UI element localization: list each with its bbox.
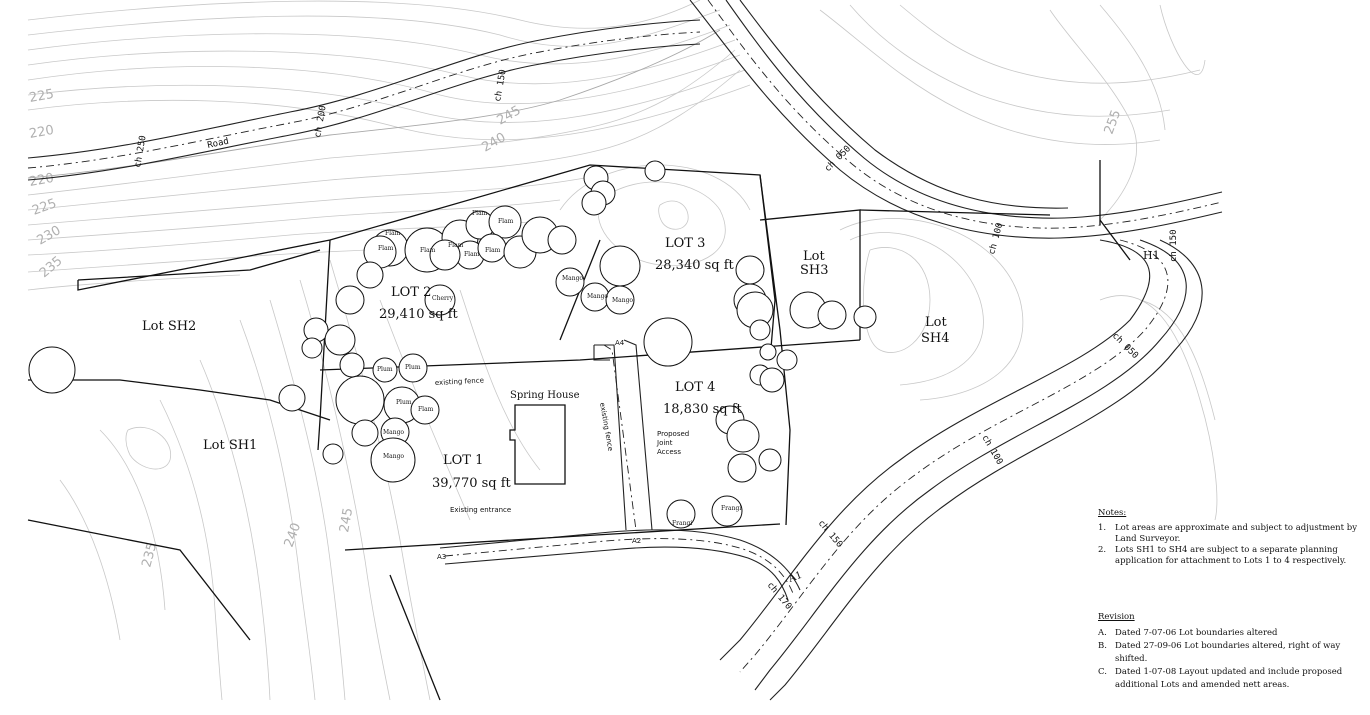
lot-2-area: 29,410 sq ft bbox=[379, 307, 459, 322]
revision-block: Revision A. Dated 7-07-06 Lot boundaries… bbox=[1098, 611, 1368, 692]
chainage-label: ch 150 bbox=[816, 519, 845, 550]
tree-label: Flam bbox=[498, 218, 514, 225]
tree-labels: Flam Flam Flam Flam Flam Flam Flam Flam … bbox=[377, 210, 741, 527]
elevation-label: 225 bbox=[28, 87, 55, 106]
elevation-label: 235 bbox=[37, 254, 66, 281]
road-network bbox=[27, 0, 1223, 701]
lot-sh3-label-1: Lot bbox=[803, 249, 825, 264]
lot-3-area: 28,340 sq ft bbox=[655, 258, 735, 273]
lot-sh4-label-2: SH4 bbox=[921, 331, 950, 346]
tree-label: Flam bbox=[418, 406, 434, 413]
note-number: 2. bbox=[1098, 545, 1107, 555]
chainage-label: ch 100 bbox=[987, 222, 1005, 256]
elevation-label: 230 bbox=[35, 223, 64, 248]
tree-label: Cherry bbox=[432, 295, 454, 302]
lot-sh2-label: Lot SH2 bbox=[142, 319, 196, 334]
trees bbox=[28, 160, 877, 529]
chainage-label: ch 150 bbox=[1169, 229, 1179, 262]
revision-item: B. Dated 27-09-06 Lot boundaries altered… bbox=[1098, 640, 1368, 666]
notes-title: Notes: bbox=[1098, 508, 1127, 518]
road-label: Road bbox=[207, 137, 230, 151]
chainage-label: ch 200 bbox=[313, 105, 328, 139]
revision-text: Dated 27-09-06 Lot boundaries altered, r… bbox=[1115, 641, 1341, 664]
tree-label: Flam bbox=[464, 251, 480, 258]
point-label: A1 bbox=[786, 570, 803, 585]
chainage-label: ch 170 bbox=[765, 581, 794, 612]
note-number: 1. bbox=[1098, 523, 1107, 533]
revision-letter: B. bbox=[1098, 641, 1107, 651]
lot-4-name: LOT 4 bbox=[675, 380, 715, 395]
spring-house-label: Spring House bbox=[510, 390, 580, 401]
elevation-label: 245 bbox=[495, 103, 524, 128]
elevation-label: 240 bbox=[282, 521, 305, 549]
lot-1-area: 39,770 sq ft bbox=[432, 476, 512, 491]
revision-title: Revision bbox=[1098, 612, 1135, 622]
proposed-access-label: Access bbox=[657, 448, 681, 456]
existing-fence-label: existing fence bbox=[435, 376, 484, 387]
lot-1-name: LOT 1 bbox=[443, 453, 483, 468]
chainage-label: ch 100 bbox=[979, 434, 1004, 467]
note-text: Lot areas are approximate and subject to… bbox=[1115, 523, 1358, 544]
proposed-access-label: Joint bbox=[656, 439, 673, 447]
revision-item: A. Dated 7-07-06 Lot boundaries altered bbox=[1098, 627, 1368, 640]
tree-label: Flam bbox=[472, 210, 488, 217]
lot-sh4-label-1: Lot bbox=[925, 315, 947, 330]
tree-label: Mango bbox=[612, 297, 633, 304]
elevation-label: 255 bbox=[1102, 108, 1125, 136]
point-label: A3 bbox=[437, 553, 446, 561]
tree-label: Flam bbox=[420, 247, 436, 254]
revision-letter: C. bbox=[1098, 667, 1107, 677]
note-item: 2. Lots SH1 to SH4 are subject to a sepa… bbox=[1098, 545, 1360, 567]
proposed-access-label: Proposed bbox=[657, 430, 689, 438]
tree-label: Frangi bbox=[721, 505, 741, 512]
tree-label: Frangi bbox=[672, 520, 692, 527]
tree-label: Plum bbox=[405, 364, 421, 371]
lot-4-area: 18,830 sq ft bbox=[663, 402, 743, 417]
contour-lines bbox=[27, 0, 1218, 701]
note-item: 1. Lot areas are approximate and subject… bbox=[1098, 523, 1360, 545]
notes-block: Notes: 1. Lot areas are approximate and … bbox=[1098, 508, 1360, 567]
tree-label: Mango bbox=[587, 293, 608, 300]
lot-labels: LOT 2 29,410 sq ft LOT 3 28,340 sq ft LO… bbox=[142, 236, 950, 491]
elevation-label: 245 bbox=[337, 507, 356, 534]
revision-letter: A. bbox=[1098, 628, 1107, 638]
point-label: A4 bbox=[615, 339, 625, 347]
tree-label: Mango bbox=[383, 453, 404, 460]
elevation-label: 225 bbox=[30, 196, 58, 219]
elevation-label: 220 bbox=[28, 123, 55, 142]
lot-boundaries bbox=[27, 160, 1131, 701]
note-text: Lots SH1 to SH4 are subject to a separat… bbox=[1115, 545, 1347, 566]
tree-label: Plum bbox=[396, 399, 412, 406]
tree-label: Plum bbox=[377, 366, 393, 373]
point-h1-label: H1 bbox=[1143, 249, 1160, 262]
tree-label: Flam bbox=[378, 245, 394, 252]
lot-2-name: LOT 2 bbox=[391, 285, 431, 300]
lot-3-name: LOT 3 bbox=[665, 236, 705, 251]
existing-fence-label: existing fence bbox=[598, 402, 614, 452]
tree-label: Flam bbox=[448, 242, 464, 249]
revision-item: C. Dated 1-07-08 Layout updated and incl… bbox=[1098, 666, 1368, 692]
elevation-label: 235 bbox=[139, 541, 160, 569]
lot-sh3-label-2: SH3 bbox=[800, 263, 829, 278]
elevation-label: 240 bbox=[480, 130, 509, 155]
lot-sh1-label: Lot SH1 bbox=[203, 438, 257, 453]
revision-text: Dated 1-07-08 Layout updated and include… bbox=[1115, 667, 1343, 690]
point-label: A2 bbox=[632, 537, 641, 545]
tree-label: Mango bbox=[383, 429, 404, 436]
spring-house-footprint bbox=[509, 404, 566, 485]
tree-label: Flam bbox=[385, 230, 401, 237]
tree-label: Mango bbox=[562, 275, 583, 282]
tree-label: Flam bbox=[485, 247, 501, 254]
elevation-label: 220 bbox=[28, 171, 55, 190]
existing-entrance-label: Existing entrance bbox=[450, 506, 511, 514]
revision-text: Dated 7-07-06 Lot boundaries altered bbox=[1115, 628, 1278, 638]
